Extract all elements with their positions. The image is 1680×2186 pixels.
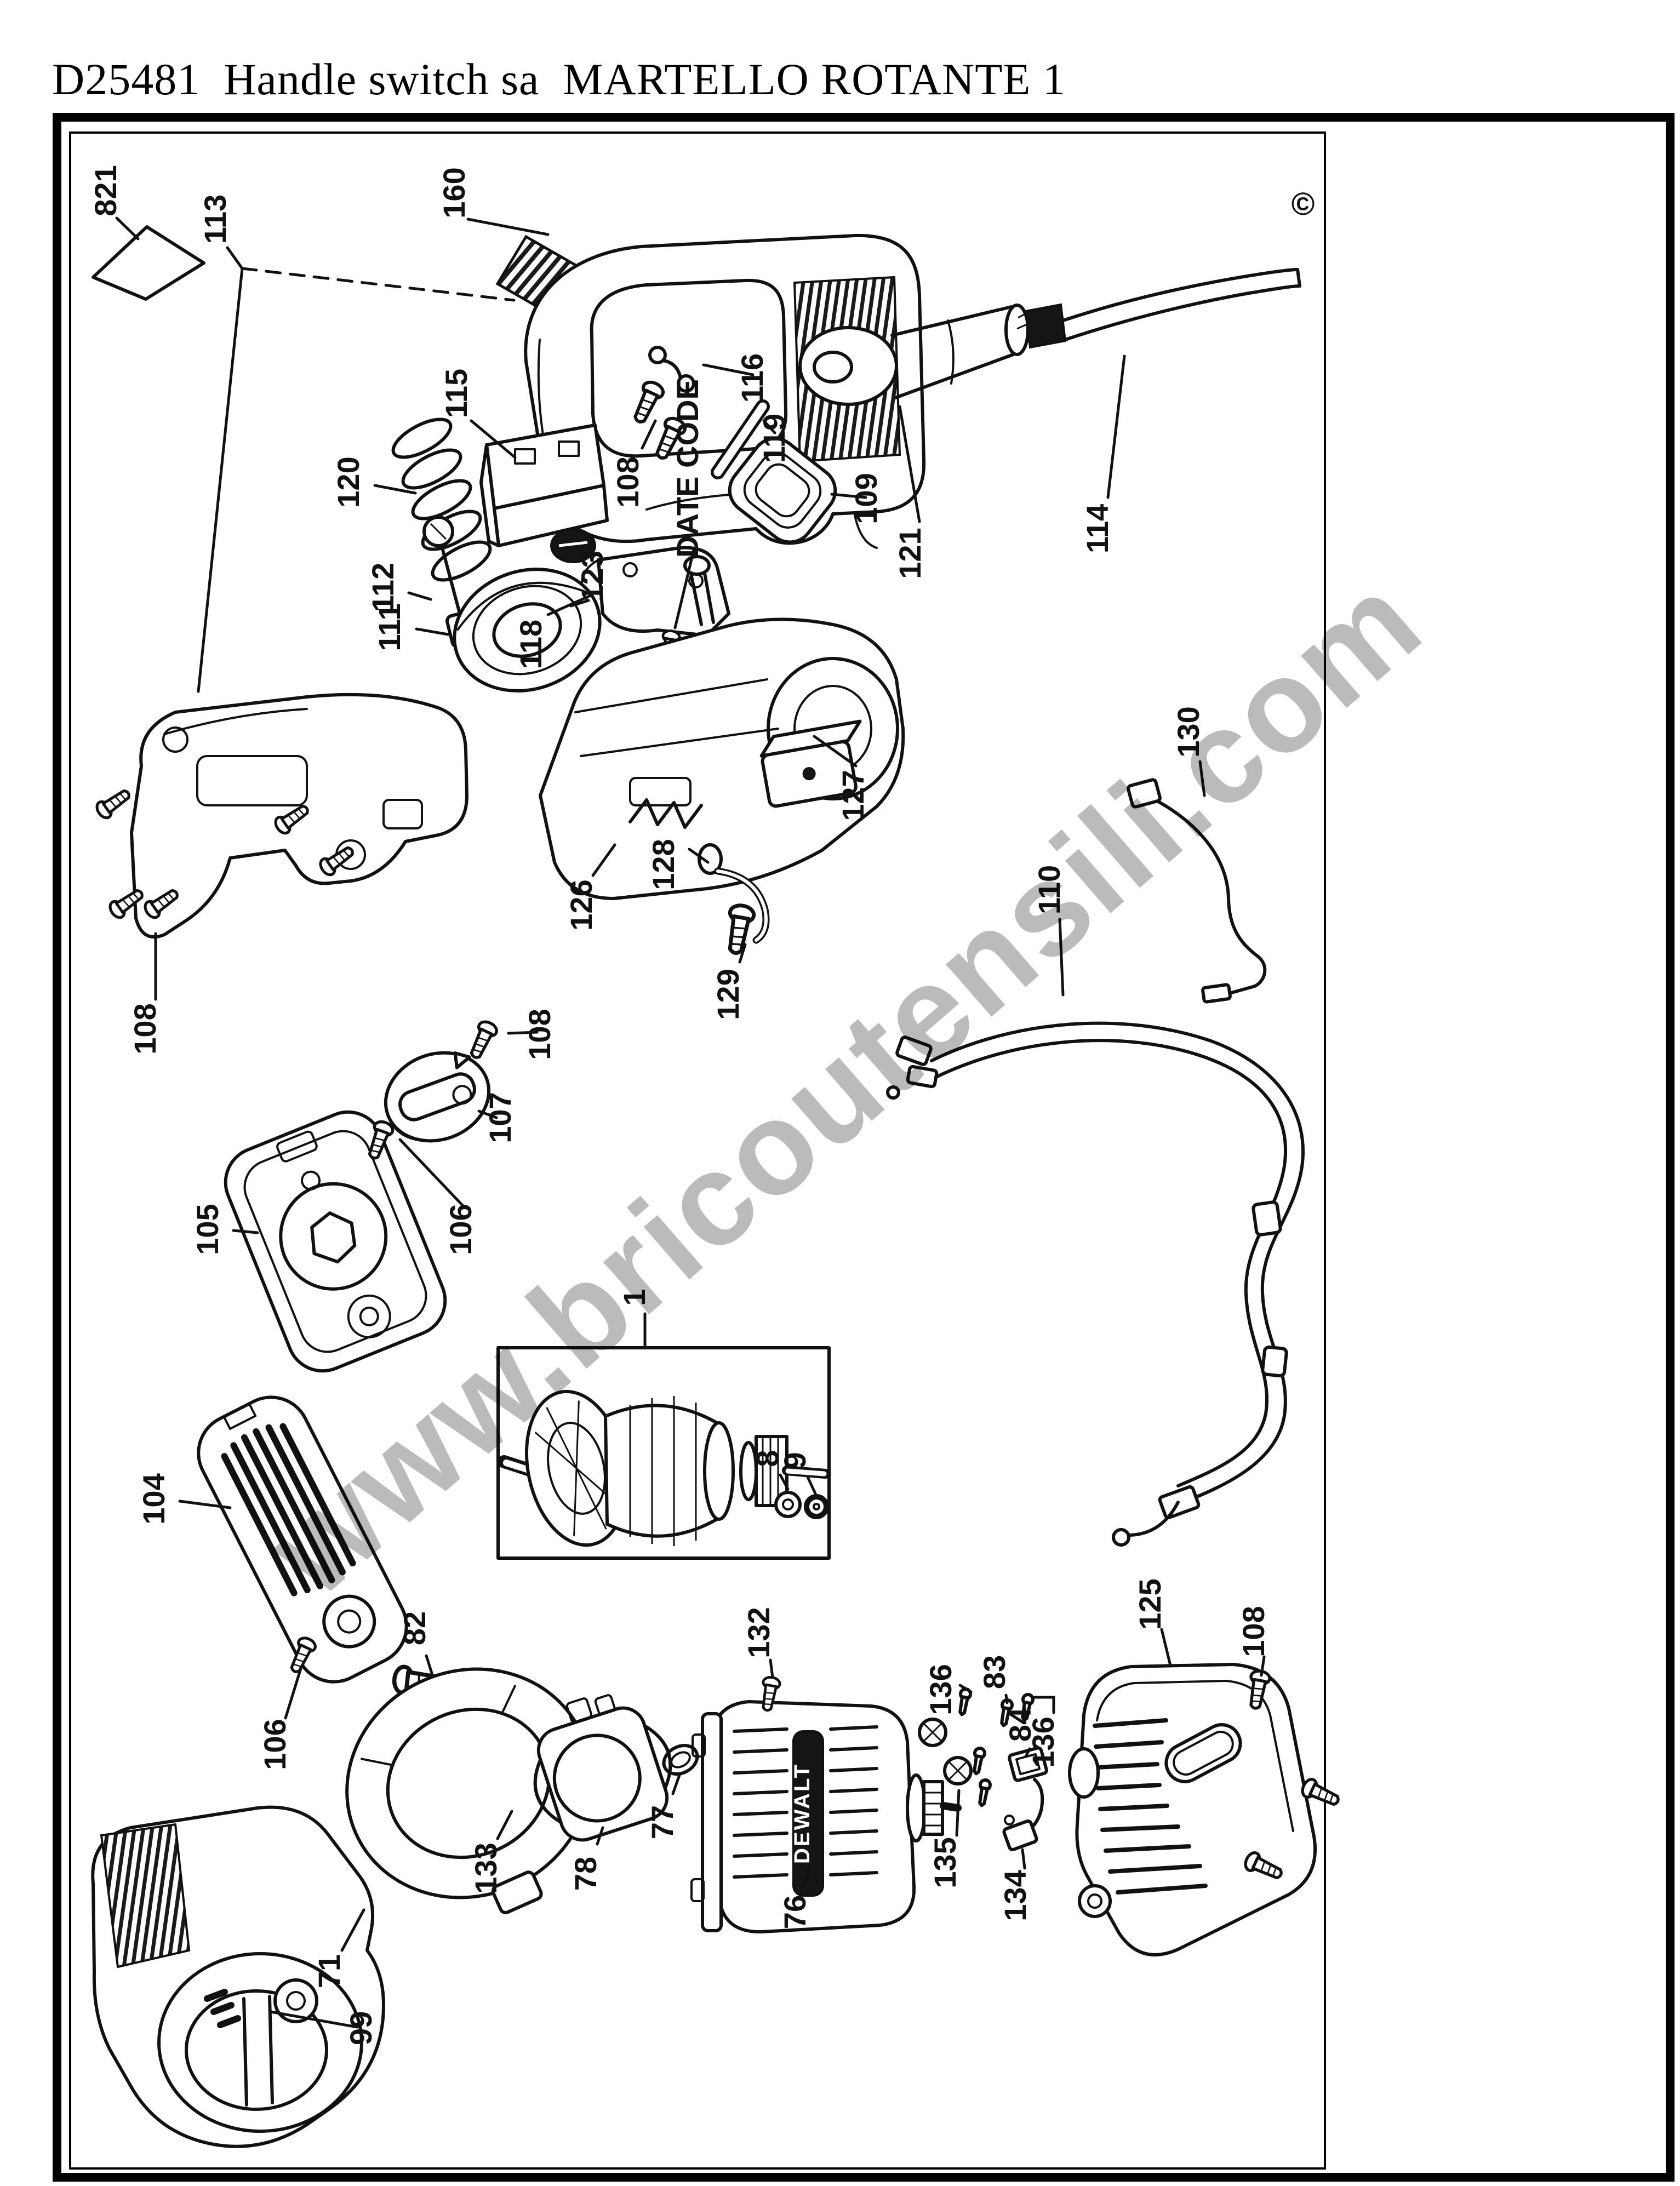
clip-128 xyxy=(698,843,770,944)
baffle-71 xyxy=(345,1667,592,1914)
callout-126: 126 xyxy=(564,879,598,930)
callout-136-a: 136 xyxy=(923,1664,958,1715)
callout-120: 120 xyxy=(331,456,365,507)
page-title: D25481 Handle switch sa MARTELLO ROTANTE… xyxy=(52,54,1066,104)
leader-lines xyxy=(115,216,1266,2029)
callout-83: 83 xyxy=(977,1655,1012,1689)
callout-136-b: 136 xyxy=(1026,1716,1060,1767)
jumper-wire-130 xyxy=(1127,778,1267,1004)
callout-130: 130 xyxy=(1171,706,1205,757)
callout-82: 82 xyxy=(397,1611,432,1645)
screw-108-mode xyxy=(466,1019,499,1061)
diagram-frame xyxy=(69,131,1326,2170)
callout-76: 76 xyxy=(778,1895,812,1929)
screw-129 xyxy=(723,903,755,955)
boot-111 xyxy=(453,568,602,693)
cord-guard-121 xyxy=(798,304,1030,406)
callout-78: 78 xyxy=(568,1857,603,1891)
callout-114: 114 xyxy=(1080,504,1115,553)
callout-118: 118 xyxy=(513,620,548,669)
callout-84: 84 xyxy=(1003,1708,1037,1742)
end-cap-125 xyxy=(1068,1663,1317,1956)
motor-logo: DEWALT xyxy=(790,1763,814,1864)
callout-107: 107 xyxy=(483,1092,517,1143)
callout-99: 99 xyxy=(344,2011,378,2045)
link-116 xyxy=(648,346,695,393)
callout-1: 1 xyxy=(617,1289,652,1306)
callout-labels: 821 113 160 115 120 112 118 123 108 DATE… xyxy=(88,165,1271,2045)
callout-119: 119 xyxy=(757,414,791,463)
callout-108-d: 108 xyxy=(1236,1606,1271,1657)
callout-135: 135 xyxy=(928,1837,962,1888)
callout-108-b: 108 xyxy=(128,1003,162,1054)
outer-frame xyxy=(53,113,1675,2182)
pad-127 xyxy=(759,719,862,808)
copyright-mark: © xyxy=(1292,186,1315,222)
gasket-109 xyxy=(728,437,837,544)
callout-134: 134 xyxy=(998,1870,1032,1921)
callout-128: 128 xyxy=(646,839,681,890)
mode-selector-plate-105 xyxy=(224,1110,447,1373)
callout-113: 113 xyxy=(198,194,232,244)
callout-106-b: 106 xyxy=(258,1719,292,1770)
callout-108-c: 108 xyxy=(522,1009,557,1060)
pin-119 xyxy=(711,399,770,479)
callout-105: 105 xyxy=(190,1204,225,1255)
handle-shell-with-screws xyxy=(94,693,468,939)
spring-120 xyxy=(391,417,492,582)
armature-assembly-1 xyxy=(496,1346,831,1560)
callout-132: 132 xyxy=(741,1607,776,1658)
callout-129: 129 xyxy=(711,969,745,1020)
callout-116: 116 xyxy=(735,353,769,403)
mode-knob-107 xyxy=(384,1051,491,1143)
side-cover-104 xyxy=(197,1395,408,1684)
callout-date-code: DATE CODE xyxy=(670,379,705,558)
callout-821: 821 xyxy=(88,165,123,216)
oring-77 xyxy=(662,1744,699,1776)
callout-71: 71 xyxy=(312,1954,346,1988)
brush-parts xyxy=(918,1689,1048,1851)
switch-115 xyxy=(479,424,609,563)
callout-123: 123 xyxy=(575,551,609,602)
power-cord-114 xyxy=(1016,268,1301,349)
callout-108-a: 108 xyxy=(610,456,645,507)
callout-106-a: 106 xyxy=(443,1204,478,1255)
callout-121: 121 xyxy=(893,528,927,579)
callout-127: 127 xyxy=(836,770,870,821)
callout-115: 115 xyxy=(439,369,473,418)
callout-9: 9 xyxy=(778,1452,812,1469)
callout-110: 110 xyxy=(1032,865,1066,914)
callout-104: 104 xyxy=(136,1473,171,1524)
callout-111: 111 xyxy=(372,603,407,651)
callout-160: 160 xyxy=(437,167,471,218)
callout-109: 109 xyxy=(849,473,883,524)
callout-8: 8 xyxy=(750,1450,785,1467)
callout-112: 112 xyxy=(365,563,400,612)
warning-diamond-821 xyxy=(92,225,205,301)
wire-harness-110 xyxy=(886,1021,1305,1547)
front-housing-99 xyxy=(91,1805,385,2148)
field-stator-78 xyxy=(533,1694,672,1842)
callout-77: 77 xyxy=(645,1805,679,1839)
callout-133: 133 xyxy=(468,1842,503,1893)
callout-125: 125 xyxy=(1133,1578,1167,1629)
motor-housing-76: DEWALT xyxy=(690,1700,962,1934)
